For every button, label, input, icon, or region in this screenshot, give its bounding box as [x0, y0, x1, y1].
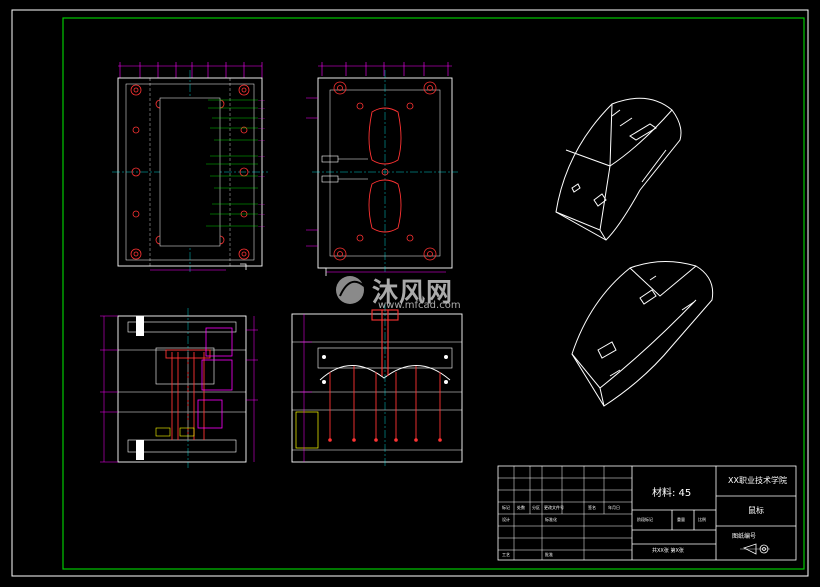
row-label-change-doc: 更改文件号	[544, 505, 564, 510]
watermark-logo	[336, 276, 365, 304]
svg-text:——: ——	[258, 116, 266, 120]
svg-text:——: ——	[258, 154, 266, 158]
drawing-frame	[62, 17, 805, 570]
approve-label: 批准	[545, 552, 553, 557]
outer-border	[11, 9, 809, 577]
material-label: 材料: 45	[652, 488, 692, 499]
part-3d-view-top	[555, 97, 682, 241]
row-label-zone: 分区	[532, 505, 540, 510]
design-label: 设计	[502, 517, 510, 522]
scale-label: 比例	[698, 517, 706, 522]
row-label-date: 年月日	[608, 505, 620, 510]
stage-label: 阶段标记	[637, 517, 653, 522]
sheet-info: 共XX张 第X张	[652, 548, 684, 554]
projection-symbol	[740, 543, 770, 555]
row-label-sign: 签名	[588, 505, 596, 510]
drawing-number: 图纸编号	[732, 533, 757, 540]
svg-text:——: ——	[258, 138, 266, 142]
mold-plan-view-right	[306, 62, 458, 276]
mold-side-section	[100, 308, 258, 468]
standardize-label: 标准化	[545, 517, 557, 522]
watermark-brand: 沐风网	[372, 278, 454, 308]
svg-text:——: ——	[258, 202, 266, 206]
row-label-count: 处数	[517, 505, 525, 510]
svg-text:——: ——	[258, 212, 266, 216]
part-name: 鼠标	[748, 506, 764, 515]
svg-text:——: ——	[258, 98, 266, 102]
row-label-mark: 标记	[502, 505, 510, 510]
watermark-url: www.mfcad.com	[378, 300, 461, 311]
svg-text:——: ——	[258, 126, 266, 130]
part-3d-view-bottom	[571, 260, 714, 407]
svg-text:——: ——	[258, 174, 266, 178]
svg-text:——: ——	[258, 224, 266, 228]
svg-text:——: ——	[258, 106, 266, 110]
process-label: 工艺	[502, 552, 510, 557]
mold-main-section	[291, 304, 463, 468]
school-name: XX职业技术学院	[728, 476, 787, 485]
mold-plan-view-left: —— —— —— —— —— —— —— —— —— ——	[112, 62, 268, 272]
weight-label: 重量	[677, 517, 685, 522]
title-block	[497, 465, 797, 561]
